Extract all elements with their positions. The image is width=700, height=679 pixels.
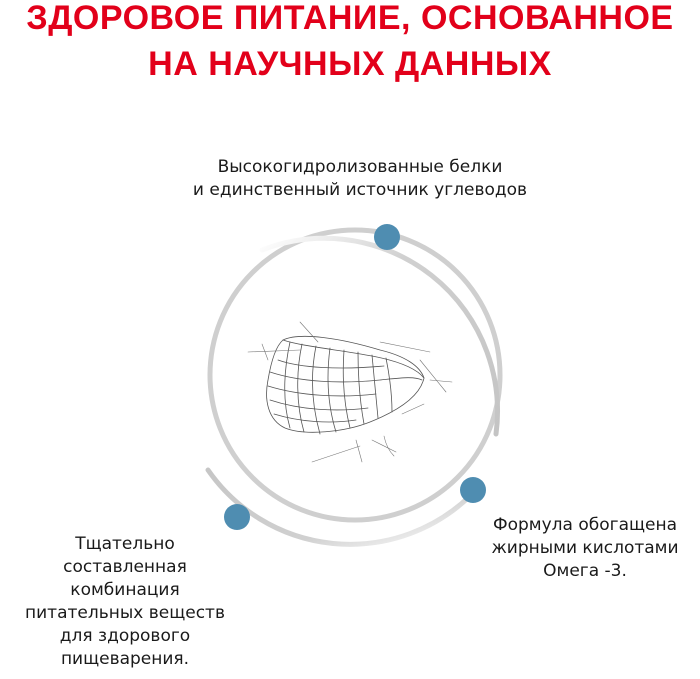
caption-line: комбинация: [70, 580, 180, 600]
feature-caption-top: Высокогидролизованные белки и единственн…: [150, 156, 570, 202]
caption-line: Формула обогащена: [492, 515, 678, 535]
caption-line: питательных веществ: [25, 603, 225, 623]
caption-line: пищеварения.: [60, 649, 190, 669]
heading-line-1: ЗДОРОВОЕ ПИТАНИЕ, ОСНОВАННОЕ: [26, 0, 674, 37]
kibble-sketch-icon: [247, 321, 453, 463]
caption-line: и единственный источник углеводов: [192, 180, 528, 200]
inner-ring: [207, 227, 503, 523]
feature-dot-left: [224, 504, 250, 530]
heading-line-2: НА НАУЧНЫХ ДАННЫХ: [148, 45, 552, 83]
feature-dot-top: [374, 224, 400, 250]
caption-line: Высокогидролизованные белки: [217, 157, 503, 177]
feature-caption-right: Формула обогащена жирными кислотами Омег…: [470, 514, 700, 583]
outer-arc-upper: [259, 235, 500, 437]
caption-line: составленная: [63, 557, 187, 577]
caption-line: для здорового: [59, 626, 191, 646]
caption-line: жирными кислотами: [491, 538, 679, 558]
feature-caption-left: Тщательно составленная комбинация питате…: [0, 533, 250, 671]
caption-line: Тщательно: [75, 534, 175, 554]
feature-dot-right: [460, 477, 486, 503]
outer-arc-lower: [205, 467, 473, 547]
caption-line: Омега -3.: [543, 561, 627, 581]
